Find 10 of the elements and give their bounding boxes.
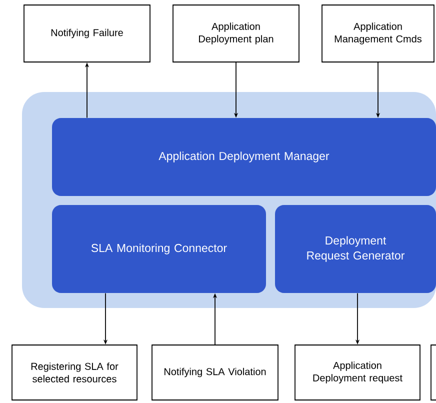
text-box: Application Management Cmds bbox=[322, 4, 434, 62]
component-box: Deployment Request Generator bbox=[275, 205, 436, 293]
component-box: SLA Monitoring Connector bbox=[52, 205, 266, 293]
text-box: Notifying SLA Violation bbox=[152, 344, 278, 400]
text-box: Application Deployment request bbox=[294, 344, 420, 400]
text-box: Application Deployment plan bbox=[172, 4, 300, 62]
text-box: Notifying Failure bbox=[24, 4, 150, 62]
component-box: Application Deployment Manager bbox=[52, 118, 436, 196]
text-box bbox=[430, 344, 436, 400]
text-box: Registering SLA for selected resources bbox=[12, 344, 138, 400]
